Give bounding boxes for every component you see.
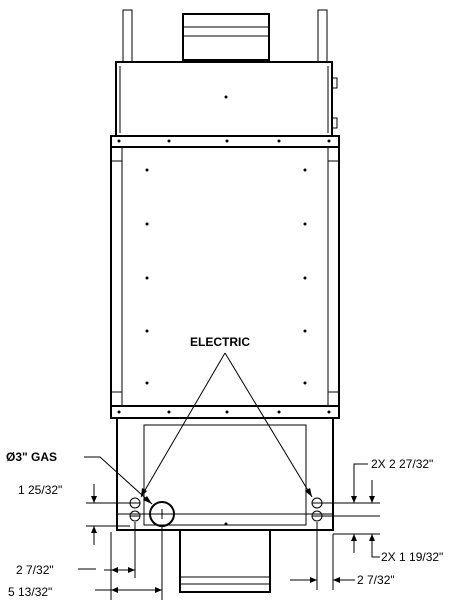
gas-inlet: [149, 501, 175, 527]
top-vent-assembly: [122, 9, 328, 63]
main-body-outline: [110, 146, 340, 407]
dim-top-right-label: 2X 2 27/32": [371, 457, 433, 471]
electric-leader-right: [224, 352, 313, 498]
electric-knockout-left: [129, 497, 141, 522]
gas-leader: [84, 456, 153, 505]
bottom-vent: [179, 529, 271, 593]
lower-access-panel: [143, 424, 307, 526]
right-vent-post: [317, 9, 328, 63]
side-bracket-lower: [331, 117, 338, 129]
bottom-flange: [110, 405, 340, 419]
dim-bottom-left-label: 5 13/32": [8, 585, 52, 599]
upper-housing-fastener: [224, 95, 228, 99]
gas-label: Ø3" GAS: [6, 450, 57, 464]
main-body: [110, 146, 340, 407]
dim-left-lower-label: 2 7/32": [16, 563, 54, 577]
left-vent-post: [122, 9, 133, 63]
side-bracket-upper: [331, 77, 338, 89]
gas-inlet-circle: [149, 501, 175, 527]
top-vent-collar: [182, 13, 270, 61]
electric-knockout-right: [311, 497, 323, 522]
electric-label: ELECTRIC: [190, 335, 250, 349]
upper-housing: [115, 61, 338, 137]
dim-left-upper-label: 1 25/32": [18, 483, 62, 497]
top-flange-strip: [110, 135, 340, 148]
top-flange: [110, 135, 340, 148]
dim-bottom-right-label: 2X 1 19/32": [381, 550, 443, 564]
electric-leader-left: [140, 352, 226, 498]
upper-housing-outline: [115, 61, 333, 137]
dim-bottom-right-lower-label: 2 7/32": [357, 573, 395, 587]
bottom-flange-strip: [110, 405, 340, 419]
bottom-vent-collar: [179, 529, 271, 593]
